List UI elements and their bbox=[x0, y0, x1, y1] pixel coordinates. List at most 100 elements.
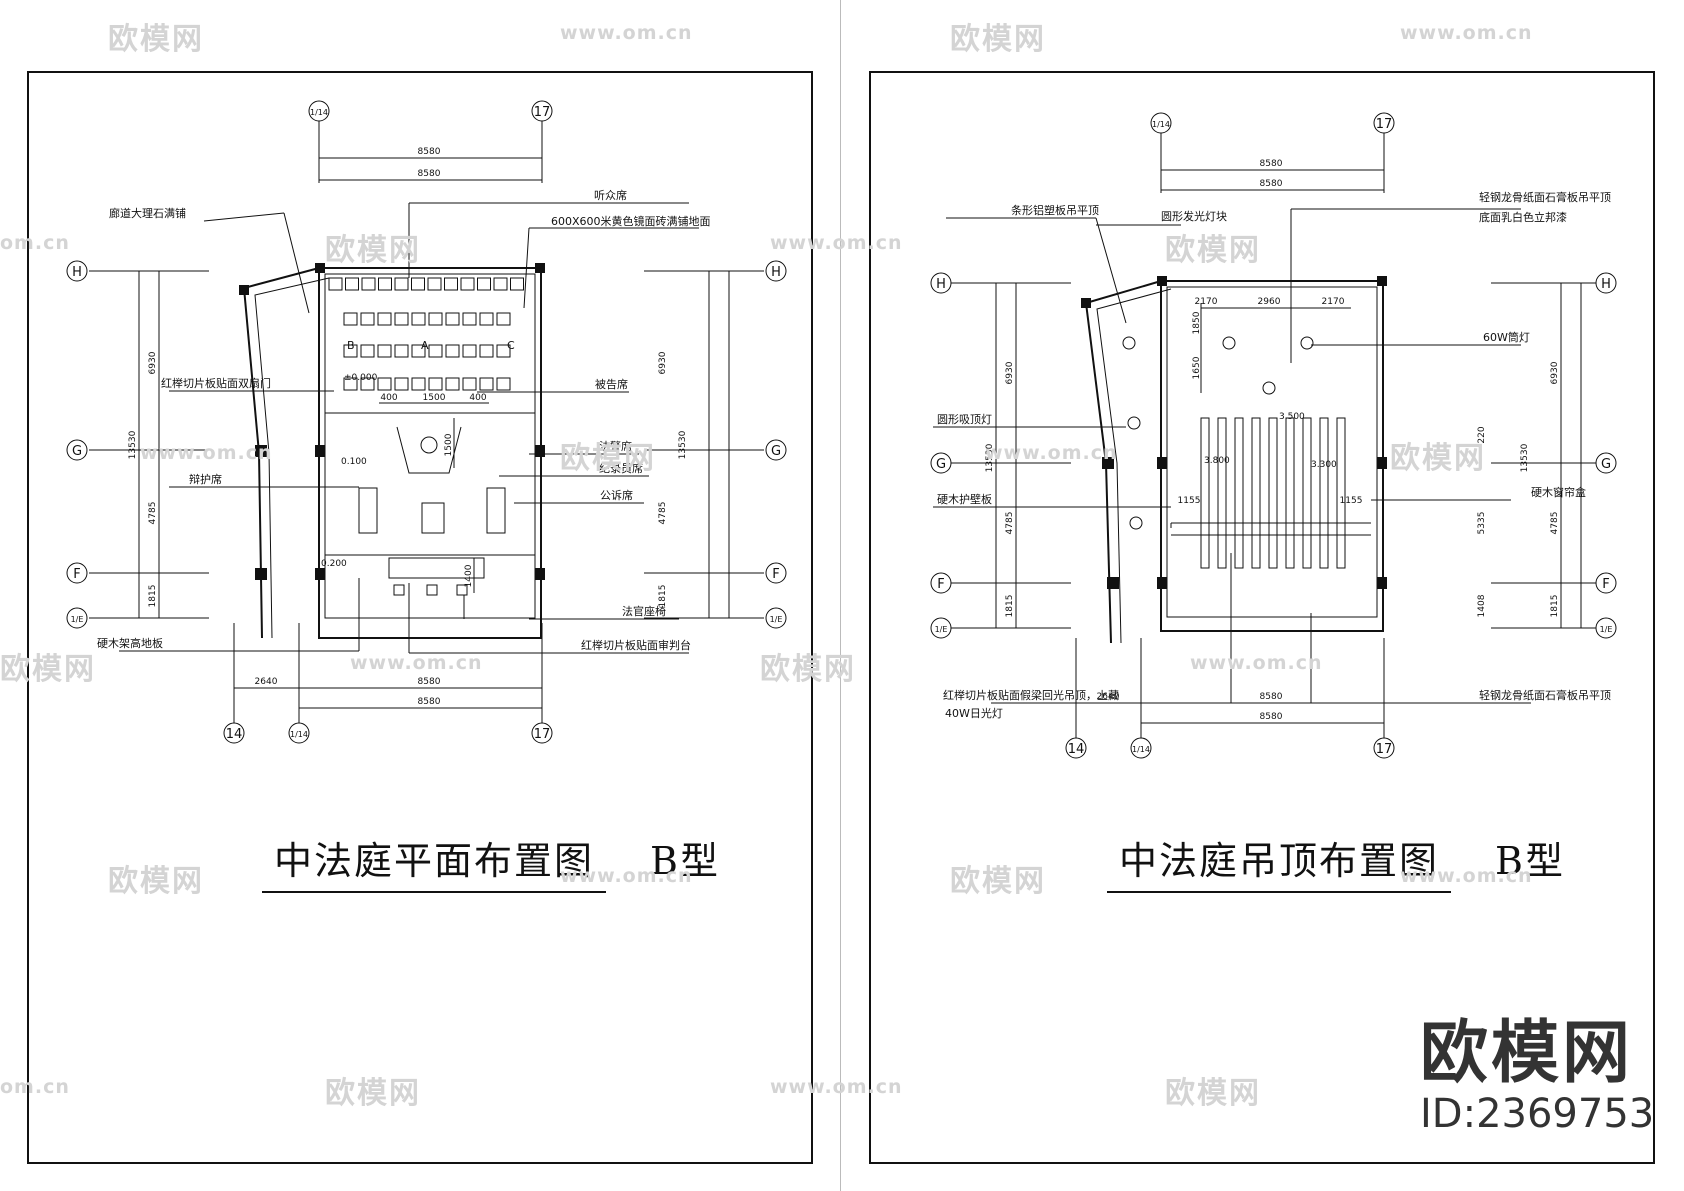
seat bbox=[428, 344, 443, 358]
ceiling-slat bbox=[1285, 417, 1295, 569]
axis-label-1-14-bottom: 1/14 bbox=[290, 730, 308, 739]
seat bbox=[462, 377, 477, 391]
floor-plan-title: 中法庭平面布置图 B型 bbox=[262, 830, 720, 893]
ceiling-slat bbox=[1234, 417, 1244, 569]
label-bench: 红榉切片板贴面审判台 bbox=[581, 638, 691, 652]
seat bbox=[445, 344, 460, 358]
ceiling-slat bbox=[1319, 417, 1329, 569]
ceiling-axis-label-1e-right: 1/E bbox=[1600, 625, 1613, 634]
ceiling-dim-2960: 2960 bbox=[1258, 297, 1281, 307]
axis-label-1e-left: 1/E bbox=[71, 615, 84, 624]
brand-id: ID:2369753 bbox=[1420, 1091, 1655, 1137]
ceiling-dim-left-total: 13530 bbox=[985, 443, 995, 472]
watermark-url: www.om.cn bbox=[1400, 22, 1533, 44]
ceiling-level-3800: 3.800 bbox=[1204, 456, 1230, 466]
seat bbox=[477, 277, 491, 291]
zone-b: B bbox=[347, 339, 355, 352]
seat bbox=[343, 344, 358, 358]
seat bbox=[462, 312, 477, 326]
ceiling-axis-label-14: 14 bbox=[1068, 742, 1085, 757]
dim-1500: 1500 bbox=[423, 393, 446, 403]
seat bbox=[377, 344, 392, 358]
ceiling-plan-title: 中法庭吊顶布置图 B型 bbox=[1107, 830, 1565, 893]
zone-c: C bbox=[507, 339, 515, 352]
ceiling-plan-sheet: 1/14 17 H G F 1/E H G F 1/E 14 1/14 17 8… bbox=[869, 71, 1655, 1164]
axis-label-1-14: 1/14 bbox=[310, 108, 328, 117]
ceiling-axis-label-f-right: F bbox=[1602, 577, 1609, 592]
ceiling-dim-2170-a: 2170 bbox=[1195, 297, 1218, 307]
axis-label-h-left: H bbox=[72, 265, 82, 280]
axis-label-14: 14 bbox=[226, 727, 243, 742]
label-corridor: 廊道大理石满铺 bbox=[109, 206, 186, 220]
zone-a: A bbox=[421, 339, 429, 352]
seat bbox=[343, 312, 358, 326]
ceiling-axis-label-1-14-bottom: 1/14 bbox=[1132, 745, 1150, 754]
ceiling-plan-type: B型 bbox=[1495, 839, 1565, 883]
axis-label-h-right: H bbox=[771, 265, 781, 280]
label-door: 红榉切片板贴面双扇门 bbox=[161, 376, 271, 390]
seat bbox=[394, 344, 409, 358]
level-0: ±0.000 bbox=[344, 373, 378, 383]
seat bbox=[444, 277, 458, 291]
label-gallery: 听众席 bbox=[594, 188, 627, 202]
seat bbox=[394, 312, 409, 326]
dim-left-total: 13530 bbox=[128, 430, 138, 459]
ceiling-axis-label-17: 17 bbox=[1376, 117, 1393, 132]
ceiling-axis-label-17-bottom: 17 bbox=[1376, 742, 1393, 757]
ceiling-dim-5335: 5335 bbox=[1477, 512, 1487, 535]
ceiling-dim-right-total: 13530 bbox=[1520, 443, 1530, 472]
seat bbox=[510, 277, 524, 291]
seat bbox=[479, 344, 494, 358]
seat bbox=[479, 377, 494, 391]
label-beam-ceiling: 红榉切片板贴面假梁回光吊顶，上藏 bbox=[943, 688, 1119, 702]
ceiling-level-3300: 3.300 bbox=[1311, 460, 1337, 470]
ceiling-dim-220: 220 bbox=[1477, 426, 1487, 443]
sheet-fold-line bbox=[840, 0, 841, 1191]
label-gypsum-bottom: 轻钢龙骨纸面石膏板吊平顶 bbox=[1479, 688, 1611, 702]
dim-bottom-a: 2640 bbox=[255, 677, 278, 687]
ceiling-dim-left-2: 4785 bbox=[1005, 512, 1015, 535]
seat bbox=[496, 344, 511, 358]
ceiling-axis-label-1e-left: 1/E bbox=[935, 625, 948, 634]
seat bbox=[394, 277, 409, 291]
ceiling-axis-label-g-left: G bbox=[936, 457, 946, 472]
seat bbox=[411, 344, 426, 358]
ceiling-slat bbox=[1268, 417, 1278, 569]
ceiling-dim-top-inner: 8580 bbox=[1260, 179, 1283, 189]
ceiling-axis-label-1-14: 1/14 bbox=[1152, 120, 1170, 129]
watermark-logo: 欧模网 bbox=[950, 22, 1046, 57]
seat bbox=[427, 277, 442, 291]
ceiling-dim-2170-b: 2170 bbox=[1322, 297, 1345, 307]
ceiling-axis-label-h-left: H bbox=[936, 277, 946, 292]
dim-bottom-b: 8580 bbox=[418, 677, 441, 687]
seat bbox=[428, 377, 443, 391]
floor-plan-type: B型 bbox=[650, 839, 720, 883]
seat bbox=[428, 312, 443, 326]
ceiling-slat bbox=[1336, 417, 1346, 569]
seat bbox=[496, 377, 511, 391]
label-defendant: 被告席 bbox=[595, 377, 628, 391]
axis-label-g-right: G bbox=[771, 444, 781, 459]
seat bbox=[411, 377, 426, 391]
dim-1500-v: 1500 bbox=[444, 433, 454, 456]
brand-stamp: 欧模网 ID:2369753 bbox=[1420, 1018, 1654, 1138]
label-round-ceiling-light: 圆形吸顶灯 bbox=[937, 413, 992, 426]
dim-left-1: 6930 bbox=[148, 351, 158, 374]
dim-right-1: 6930 bbox=[658, 351, 668, 374]
seat bbox=[377, 377, 392, 391]
seat bbox=[445, 312, 460, 326]
label-round-light-block: 圆形发光灯块 bbox=[1161, 209, 1227, 223]
floor-plan-title-text: 中法庭平面布置图 bbox=[262, 830, 607, 893]
ceiling-dim-1650: 1650 bbox=[1192, 356, 1202, 379]
ceiling-axis-label-g-right: G bbox=[1601, 457, 1611, 472]
axis-label-1e-right: 1/E bbox=[770, 615, 783, 624]
label-spotlight: 60W筒灯 bbox=[1483, 330, 1530, 344]
ceiling-plan-title-text: 中法庭吊顶布置图 bbox=[1107, 830, 1452, 893]
label-paint: 底面乳白色立邦漆 bbox=[1479, 210, 1567, 224]
axis-label-g-left: G bbox=[72, 444, 82, 459]
ceiling-dim-bottom-b: 8580 bbox=[1260, 692, 1283, 702]
axis-label-17: 17 bbox=[534, 105, 551, 120]
dim-400-a: 400 bbox=[380, 393, 397, 403]
seat bbox=[361, 277, 376, 291]
dim-1400: 1400 bbox=[464, 564, 474, 587]
